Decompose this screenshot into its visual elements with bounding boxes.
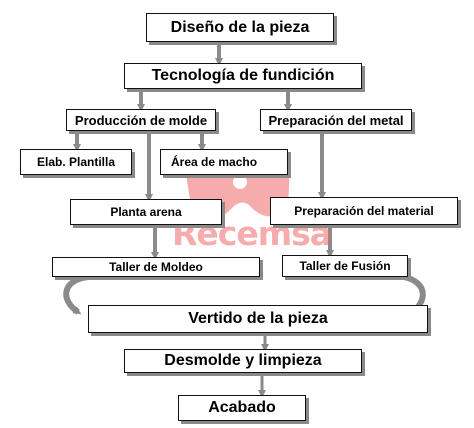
node-produccion-de-molde: Producción de molde	[66, 109, 216, 131]
node-planta-arena: Planta arena	[70, 199, 222, 225]
node-tecnologia-de-fundicion: Tecnología de fundición	[124, 63, 362, 89]
node-acabado: Acabado	[178, 395, 306, 421]
node-taller-de-fusion: Taller de Fusión	[282, 255, 408, 277]
node-taller-de-moldeo: Taller de Moldeo	[52, 257, 260, 277]
node-vertido-de-la-pieza: Vertido de la pieza	[88, 305, 428, 333]
node-preparacion-del-metal: Preparación del metal	[260, 109, 412, 131]
curved-arrow-moldeo-to-vertido	[63, 274, 89, 315]
node-area-de-macho: Área de macho	[160, 149, 288, 175]
node-desmolde-y-limpieza: Desmolde y limpieza	[124, 349, 362, 373]
node-preparacion-del-material: Preparación del material	[270, 197, 458, 225]
node-elab-plantilla: Elab. Plantilla	[20, 149, 132, 175]
node-diseno-de-la-pieza: Diseño de la pieza	[146, 13, 334, 42]
